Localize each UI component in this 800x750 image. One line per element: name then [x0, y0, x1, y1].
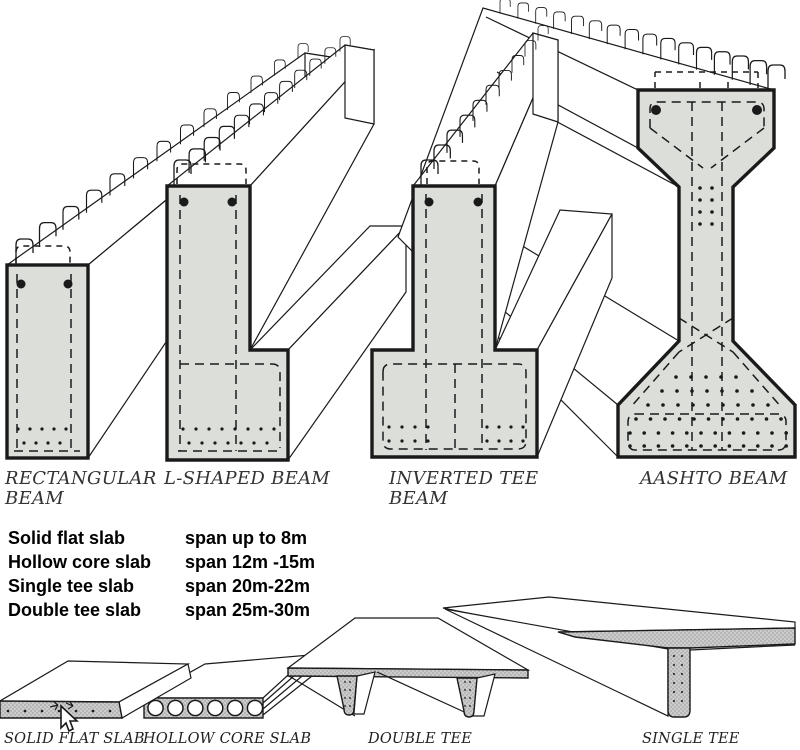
label-hollow-core-slab: HOLLOW CORE SLAB: [143, 731, 312, 747]
slab-name: Solid flat slab: [8, 527, 126, 548]
label-double-tee: DOUBLE TEE: [368, 731, 473, 747]
slab-span: span 25m-30m: [185, 599, 311, 620]
label-l-shaped-beam: L-SHAPED BEAM: [164, 468, 331, 489]
label-rectangular-beam: RECTANGULAR BEAM: [5, 468, 157, 509]
slab-name: Double tee slab: [8, 599, 142, 620]
slab-span: span 20m-22m: [185, 575, 311, 596]
slab-span: span 12m -15m: [185, 551, 316, 572]
table-row: Double tee slab span 25m-30m: [8, 598, 315, 622]
table-row: Single tee slab span 20m-22m: [8, 574, 315, 598]
l-shaped-beam-drawing: [165, 36, 408, 462]
label-aashto-beam: AASHTO BEAM: [640, 468, 788, 489]
label-single-tee: SINGLE TEE: [642, 731, 740, 747]
slab-name: Single tee slab: [8, 575, 135, 596]
slab-name: Hollow core slab: [8, 551, 152, 572]
aashto-beam-section-drawing: [616, 71, 797, 459]
table-row: Hollow core slab span 12m -15m: [8, 550, 315, 574]
slab-span-table: Solid flat slab span up to 8m Hollow cor…: [8, 526, 315, 622]
table-row: Solid flat slab span up to 8m: [8, 526, 315, 550]
label-inverted-tee-beam: INVERTED TEE BEAM: [389, 468, 539, 509]
single-tee-drawing: [442, 596, 796, 718]
mouse-cursor-icon: [49, 701, 80, 733]
label-solid-flat-slab: SOLID FLAT SLAB: [4, 731, 145, 747]
double-tee-drawing: [286, 617, 531, 718]
slab-span: span up to 8m: [185, 527, 308, 548]
inverted-tee-beam-drawing: [370, 25, 613, 459]
